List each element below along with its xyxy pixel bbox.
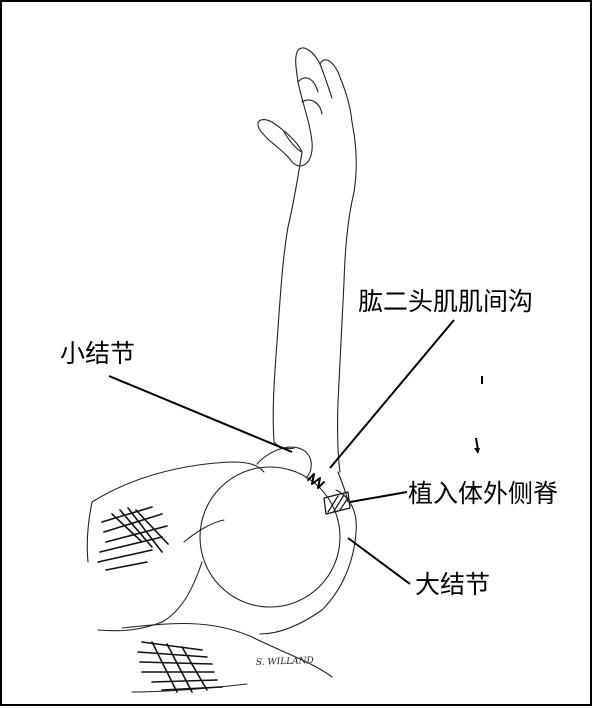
shaft-outline [274, 442, 348, 502]
label-implant-lateral-fin: 植入体外侧脊 [408, 481, 558, 506]
muscle-hatching [98, 507, 222, 692]
label-lesser-tubercle: 小结节 [60, 341, 135, 366]
leader-bicipital-groove [330, 320, 454, 468]
fingers-detail [284, 64, 332, 152]
arm-outline [273, 152, 354, 472]
label-greater-tubercle: 大结节 [415, 572, 490, 597]
groove-zigzag [308, 474, 324, 488]
hand-outline [258, 48, 356, 192]
leader-greater-tubercle [348, 538, 410, 584]
leader-lesser-tubercle [109, 376, 292, 452]
lesser-tubercle-outline [257, 447, 311, 478]
artist-signature: S. WILLAND [256, 656, 314, 668]
greater-tubercle-outline [260, 490, 356, 634]
scapula-outline [87, 462, 264, 631]
leader-implant-fin [350, 492, 407, 502]
label-bicipital-groove: 肱二头肌肌间沟 [358, 289, 533, 314]
mark-arrow-tip [474, 448, 480, 454]
